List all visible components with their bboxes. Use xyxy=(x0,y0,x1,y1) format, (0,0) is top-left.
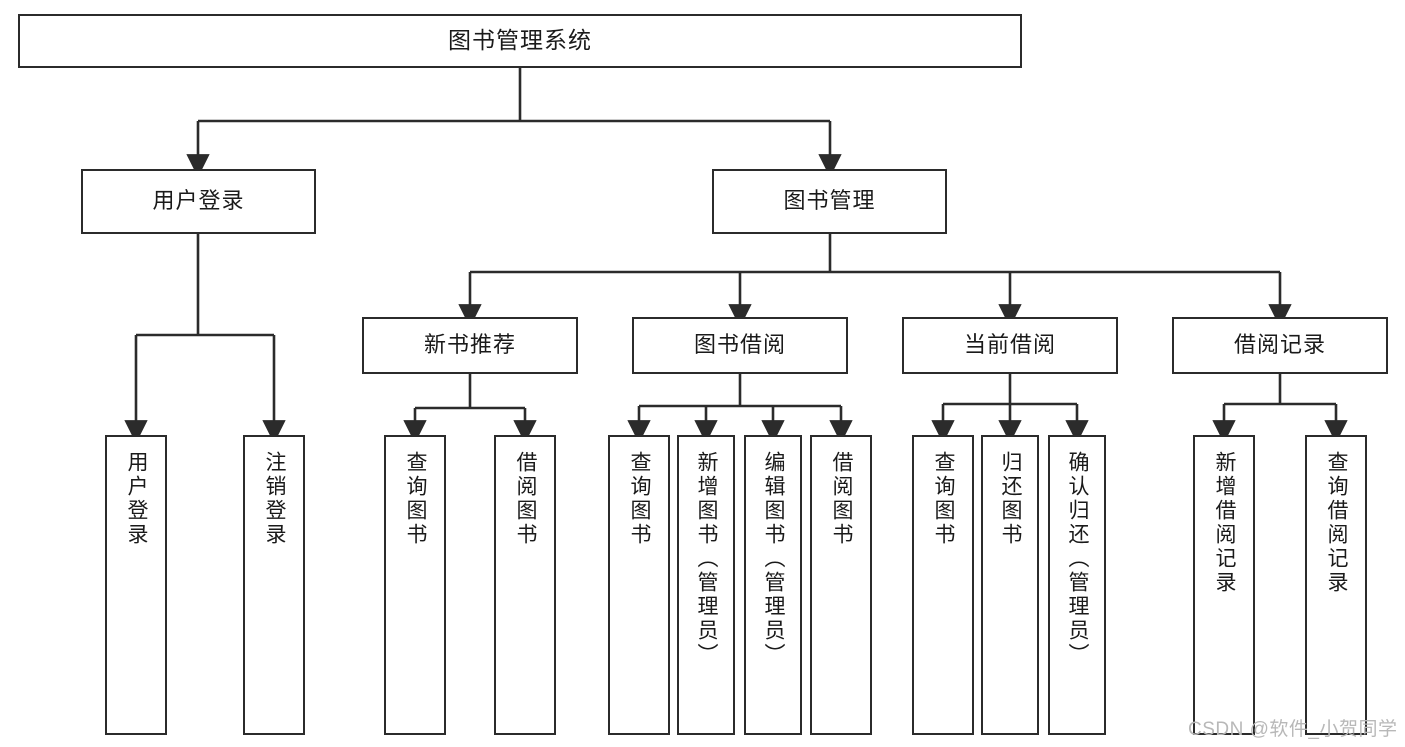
leaf-label: 查询借阅记录 xyxy=(1325,451,1349,595)
node-user-login[interactable]: 用户登录 xyxy=(81,169,316,234)
node-book-manage[interactable]: 图书管理 xyxy=(712,169,947,234)
node-current-borrow-label: 当前借阅 xyxy=(963,332,1056,358)
node-leaf-borrow-book-1[interactable]: 借阅图书 xyxy=(494,435,556,735)
leaf-label: 编辑图书（管理员） xyxy=(762,451,786,667)
leaf-label: 新增图书（管理员） xyxy=(695,451,719,667)
watermark-text: CSDN @软件_小贺同学 xyxy=(1188,719,1398,740)
node-leaf-query-book-2[interactable]: 查询图书 xyxy=(608,435,670,735)
node-borrow-record[interactable]: 借阅记录 xyxy=(1172,317,1388,374)
node-leaf-add-record[interactable]: 新增借阅记录 xyxy=(1193,435,1255,735)
node-leaf-logout[interactable]: 注销登录 xyxy=(243,435,305,735)
node-leaf-query-book-3[interactable]: 查询图书 xyxy=(912,435,974,735)
node-root-label: 图书管理系统 xyxy=(448,27,592,54)
leaf-label: 查询图书 xyxy=(628,451,652,547)
node-leaf-borrow-book-2[interactable]: 借阅图书 xyxy=(810,435,872,735)
node-borrow-record-label: 借阅记录 xyxy=(1233,332,1326,358)
node-current-borrow[interactable]: 当前借阅 xyxy=(902,317,1118,374)
node-new-book-rec[interactable]: 新书推荐 xyxy=(362,317,578,374)
node-leaf-add-book[interactable]: 新增图书（管理员） xyxy=(677,435,735,735)
leaf-label: 新增借阅记录 xyxy=(1213,451,1237,595)
node-book-manage-label: 图书管理 xyxy=(783,188,876,214)
node-new-book-rec-label: 新书推荐 xyxy=(423,332,516,358)
node-leaf-user-login[interactable]: 用户登录 xyxy=(105,435,167,735)
leaf-label: 用户登录 xyxy=(125,451,149,547)
node-leaf-query-book-1[interactable]: 查询图书 xyxy=(384,435,446,735)
node-leaf-query-record[interactable]: 查询借阅记录 xyxy=(1305,435,1367,735)
node-book-borrow[interactable]: 图书借阅 xyxy=(632,317,848,374)
node-leaf-return-book[interactable]: 归还图书 xyxy=(981,435,1039,735)
leaf-label: 注销登录 xyxy=(263,451,287,547)
node-user-login-label: 用户登录 xyxy=(152,188,245,214)
node-book-borrow-label: 图书借阅 xyxy=(693,332,786,358)
leaf-label: 借阅图书 xyxy=(830,451,854,547)
leaf-label: 借阅图书 xyxy=(514,451,538,547)
leaf-label: 查询图书 xyxy=(932,451,956,547)
leaf-label: 查询图书 xyxy=(404,451,428,547)
leaf-label: 确认归还（管理员） xyxy=(1066,451,1090,667)
node-root-system[interactable]: 图书管理系统 xyxy=(18,14,1022,68)
node-leaf-confirm-return[interactable]: 确认归还（管理员） xyxy=(1048,435,1106,735)
leaf-label: 归还图书 xyxy=(999,451,1023,547)
node-leaf-edit-book[interactable]: 编辑图书（管理员） xyxy=(744,435,802,735)
